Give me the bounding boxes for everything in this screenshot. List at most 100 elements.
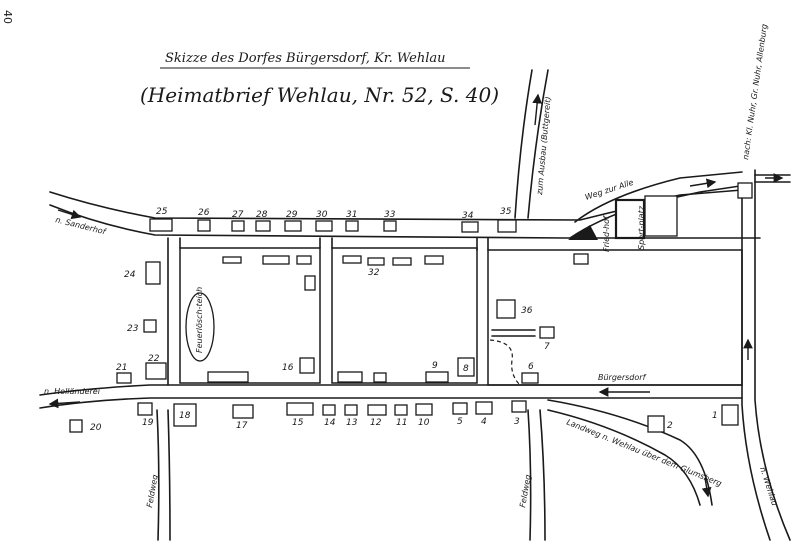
house-22 xyxy=(145,362,167,380)
house-right-top xyxy=(737,182,753,199)
house-15 xyxy=(286,402,314,416)
num-1: 1 xyxy=(712,411,718,421)
road-feldweg-mid xyxy=(527,409,546,541)
house-5 xyxy=(452,402,468,415)
block-middle xyxy=(331,247,478,384)
house-18 xyxy=(173,403,197,427)
house-19 xyxy=(137,402,153,416)
label-landweg: Landweg n. Wehlau über dem Glumsberg xyxy=(565,418,723,489)
house-1 xyxy=(721,404,739,426)
house-right-a xyxy=(573,253,589,265)
block-left xyxy=(179,247,321,384)
house-8 xyxy=(457,357,475,377)
num-17: 17 xyxy=(236,421,248,431)
sportplatz-label: Sport-platz xyxy=(637,205,646,250)
house-23 xyxy=(143,319,157,333)
road-alle-upper xyxy=(574,171,743,223)
feuerloeschteich-label: Feuerlösch-teich xyxy=(195,287,204,353)
friedhof-wedge xyxy=(568,225,598,240)
label-sanderhof: n. Sanderhof xyxy=(55,215,108,236)
feuerloeschteich xyxy=(185,292,215,362)
num-18: 18 xyxy=(179,411,191,421)
house-21 xyxy=(116,372,132,384)
house-24 xyxy=(145,261,161,285)
page-number: 40 xyxy=(1,10,14,24)
num-36: 36 xyxy=(521,306,533,316)
road-landweg-lower xyxy=(547,409,701,506)
arrow-sanderhof xyxy=(57,209,82,220)
num-35: 35 xyxy=(500,207,512,217)
house-29 xyxy=(284,220,302,232)
road-vert-mid-1 xyxy=(319,237,333,249)
label-buergersdorf: Bürgersdorf xyxy=(598,373,647,382)
house-mid-f xyxy=(373,372,387,383)
num-6: 6 xyxy=(528,362,534,372)
house-2 xyxy=(647,415,665,433)
num-25: 25 xyxy=(156,207,168,217)
sportplatz xyxy=(644,195,678,237)
label-feldweg-left: Feldweg xyxy=(145,474,160,508)
house-34 xyxy=(461,221,479,233)
num-5: 5 xyxy=(457,417,463,427)
num-7: 7 xyxy=(544,342,550,352)
house-31 xyxy=(345,220,359,232)
road-ausbau-west xyxy=(514,69,533,219)
house-7 xyxy=(539,326,555,339)
num-31: 31 xyxy=(346,210,357,220)
house-28 xyxy=(255,220,271,232)
friedhof xyxy=(614,198,646,240)
label-zum-ausbau: zum Ausbau (Buttgereit) xyxy=(535,96,553,196)
house-35 xyxy=(497,219,517,233)
road-bottom-upper xyxy=(39,384,743,396)
num-29: 29 xyxy=(286,210,298,220)
house-10 xyxy=(415,403,433,416)
friedhof-label: Fried-hof xyxy=(602,215,611,252)
num-22: 22 xyxy=(148,354,160,364)
road-ausbau-east xyxy=(527,69,549,219)
house-26 xyxy=(197,219,211,232)
dashed-path xyxy=(489,339,521,386)
house-4 xyxy=(475,401,493,415)
num-28: 28 xyxy=(256,210,268,220)
num-21: 21 xyxy=(116,363,127,373)
house-13 xyxy=(344,404,358,416)
num-8: 8 xyxy=(463,364,469,374)
map-title: Skizze des Dorfes Bürgersdorf, Kr. Wehla… xyxy=(165,51,445,66)
num-4: 4 xyxy=(481,417,487,427)
num-9: 9 xyxy=(432,361,438,371)
house-32d xyxy=(424,255,444,265)
road-right-west xyxy=(741,185,771,541)
house-30 xyxy=(315,220,333,232)
label-hollaenderei: n. Holländerei xyxy=(44,387,101,396)
num-3: 3 xyxy=(514,417,520,427)
house-36 xyxy=(496,299,516,319)
house-32c xyxy=(392,257,412,266)
num-10: 10 xyxy=(418,418,430,428)
house-left-d xyxy=(304,275,316,291)
num-32: 32 xyxy=(368,268,380,278)
road-landweg-upper xyxy=(547,399,713,506)
num-15: 15 xyxy=(292,418,304,428)
arrow-alle xyxy=(689,178,717,189)
inner-path xyxy=(491,329,536,337)
road-vert-mid-2 xyxy=(476,237,489,251)
house-left-b xyxy=(262,255,290,265)
num-14: 14 xyxy=(324,418,336,428)
house-11 xyxy=(394,404,408,416)
house-25 xyxy=(149,218,173,232)
num-30: 30 xyxy=(316,210,328,220)
arrow-landweg xyxy=(701,477,712,498)
house-17 xyxy=(232,404,254,419)
road-vert-left xyxy=(167,237,181,386)
num-2: 2 xyxy=(667,421,673,431)
house-16 xyxy=(299,357,315,374)
num-34: 34 xyxy=(462,211,474,221)
num-23: 23 xyxy=(127,324,139,334)
num-27: 27 xyxy=(232,210,244,220)
num-20: 20 xyxy=(90,423,102,433)
road-right-exit xyxy=(754,174,791,183)
house-14 xyxy=(322,404,336,416)
road-feldweg-left xyxy=(156,409,171,541)
num-19: 19 xyxy=(142,418,154,428)
house-27 xyxy=(231,220,245,232)
